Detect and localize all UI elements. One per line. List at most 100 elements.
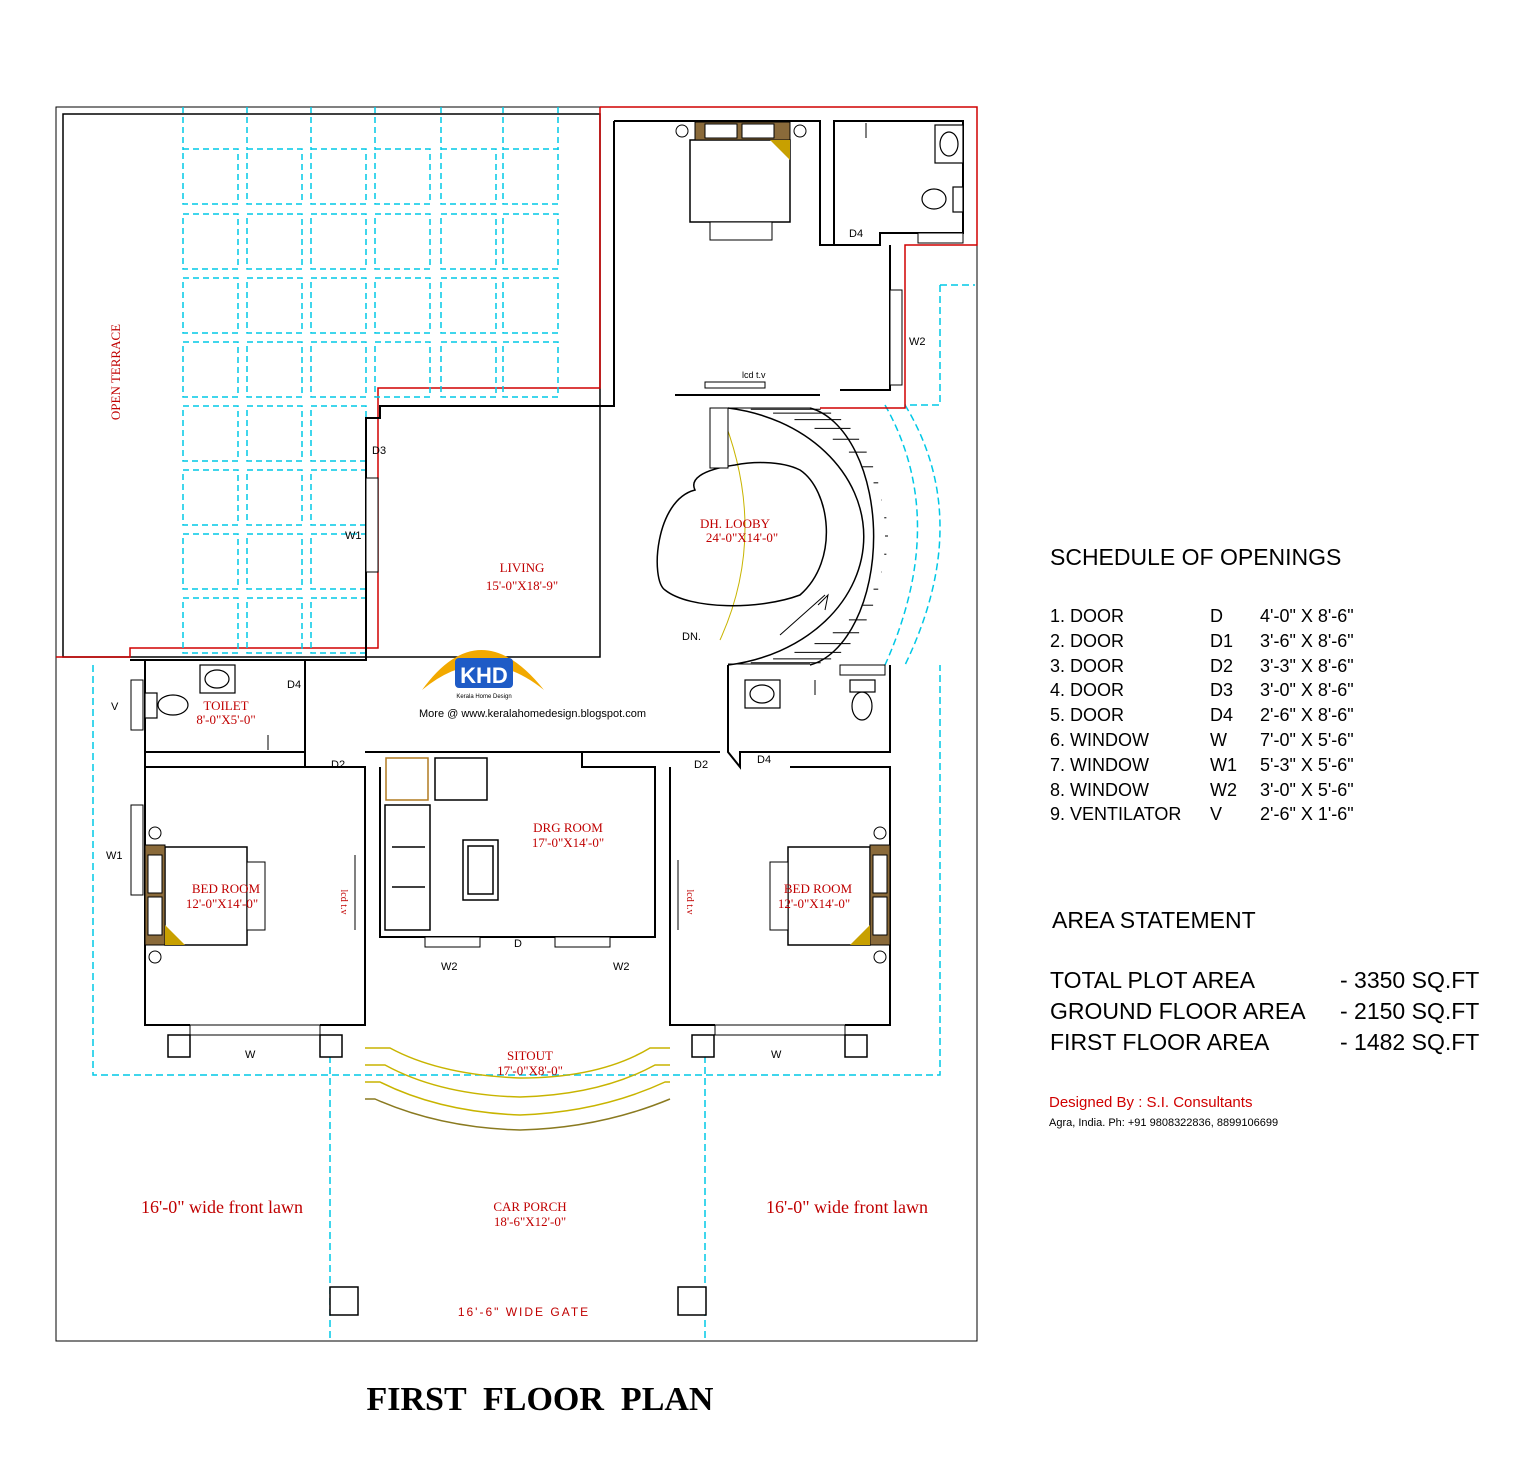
projection-outlines [92, 284, 975, 1341]
car-porch-label: CAR PORCH [493, 1199, 566, 1214]
label-v: V [111, 701, 119, 713]
label-d4-toilet: D4 [287, 679, 301, 691]
sanitary-fixtures [144, 124, 964, 721]
sitout-size: 17'-0"X8'-0" [497, 1063, 563, 1078]
gate-label: 16'-6" WIDE GATE [458, 1305, 590, 1319]
schedule-size: 5'-3" X 5'-6" [1260, 754, 1354, 775]
terrace-tile [374, 213, 431, 270]
front-lawn-right-label: 16'-0" wide front lawn [766, 1197, 928, 1217]
label-w2-right: W2 [909, 336, 926, 348]
terrace-tile [310, 341, 367, 398]
terrace-tile [246, 533, 303, 590]
area-heading: AREA STATEMENT [1052, 907, 1256, 933]
area-label: GROUND FLOOR AREA [1050, 998, 1306, 1024]
label-w-right: W [771, 1049, 782, 1061]
terrace-tile [182, 341, 239, 398]
room-labels: LIVING 15'-0"X18'-9" DH. LOOBY 24'-0"X14… [141, 516, 928, 1229]
logo-mark: KHD [460, 663, 508, 688]
living-size: 15'-0"X18'-9" [486, 578, 558, 593]
terrace-tile [310, 213, 367, 270]
terrace-tile [246, 469, 303, 526]
terrace-tile [182, 148, 239, 205]
schedule-code: V [1210, 804, 1223, 825]
toilet-label: TOILET [203, 698, 248, 713]
dh-looby-label: DH. LOOBY [700, 516, 771, 531]
terrace-tile [310, 533, 367, 590]
terrace-tile [246, 277, 303, 334]
window-w-left [189, 1024, 321, 1036]
schedule-code: W [1210, 730, 1227, 750]
label-d3: D3 [372, 445, 386, 457]
terrace-tile [182, 597, 239, 654]
label-lcd-tv-left: lcd t.v [338, 890, 349, 915]
terrace-tile [246, 341, 303, 398]
logo-url: More @ www.keralahomedesign.blogspot.com [419, 708, 646, 720]
label-d4-top: D4 [849, 228, 863, 240]
schedule-size: 2'-6" X 8'-6" [1260, 705, 1354, 726]
terrace-tile [440, 213, 497, 270]
schedule-size: 3'-0" X 8'-6" [1260, 680, 1354, 701]
schedule-size: 3'-0" X 5'-6" [1260, 779, 1354, 800]
bed-room-left-size: 12'-0"X14'-0" [186, 896, 258, 911]
open-terrace-label: OPEN TERRACE [108, 324, 123, 420]
terrace-tile [310, 277, 367, 334]
window-bath-lobby [839, 664, 886, 676]
label-w-left: W [245, 1049, 256, 1061]
columns [167, 1034, 868, 1316]
khd-logo: KHD Kerala Home Design More @ www.kerala… [419, 650, 646, 720]
spiral-staircase [656, 381, 888, 666]
schedule-size: 7'-0" X 5'-6" [1260, 730, 1354, 750]
terrace-tile [502, 341, 559, 398]
plan-title: FIRST FLOOR PLAN [367, 1381, 714, 1418]
window-bath-top [917, 232, 964, 244]
window-w2-left [424, 936, 481, 948]
terrace-tile [374, 148, 431, 205]
terrace-tile [310, 597, 367, 654]
label-lcd-tv-top: lcd t.v [742, 370, 766, 380]
schedule-item: 4. DOOR [1050, 680, 1125, 701]
sitout-label: SITOUT [507, 1048, 553, 1063]
terrace-tile [182, 533, 239, 590]
label-w2-left: W2 [441, 961, 458, 973]
terrace-tile [246, 597, 303, 654]
open-terrace: OPEN TERRACE [56, 107, 601, 658]
schedule-item: 9. VENTILATOR [1050, 804, 1182, 825]
area-value: - 2150 SQ.FT [1340, 998, 1480, 1024]
window-w-right [714, 1024, 846, 1036]
bed-room-right-label: BED ROOM [784, 881, 853, 896]
front-lawn-left-label: 16'-0" wide front lawn [141, 1197, 303, 1217]
terrace-tile [310, 405, 367, 462]
logo-tagline: Kerala Home Design [456, 694, 511, 700]
schedule-code: W2 [1210, 779, 1237, 800]
terrace-tile [246, 405, 303, 462]
designer-contact: Agra, India. Ph: +91 9808322836, 8899106… [1049, 1117, 1279, 1129]
terrace-tile-grid [182, 107, 559, 654]
label-d2-right: D2 [694, 759, 708, 771]
building-outline [600, 106, 978, 409]
label-d2-left: D2 [331, 759, 345, 771]
window-w2-bedroom [889, 289, 903, 386]
terrace-tile [246, 148, 303, 205]
schedule-item: 6. WINDOW [1050, 730, 1149, 750]
schedule-heading: SCHEDULE OF OPENINGS [1050, 544, 1342, 570]
terrace-tile [182, 405, 239, 462]
schedule-code: W1 [1210, 754, 1237, 775]
living-label: LIVING [500, 560, 545, 575]
label-dn: DN. [682, 631, 701, 643]
bed-right [769, 826, 891, 964]
label-d-main: D [514, 938, 522, 950]
schedule-item: 1. DOOR [1050, 606, 1125, 626]
window-w2-mid [554, 936, 611, 948]
terrace-tile [182, 213, 239, 270]
bed-left [144, 826, 266, 964]
terrace-tile [374, 277, 431, 334]
windows [130, 232, 964, 1036]
terrace-tile [182, 469, 239, 526]
terrace-tile [502, 213, 559, 270]
terrace-tile [440, 148, 497, 205]
schedule-code: D3 [1210, 680, 1234, 701]
schedule-code: D1 [1210, 630, 1234, 651]
terrace-tile [310, 148, 367, 205]
terrace-tile [182, 277, 239, 334]
